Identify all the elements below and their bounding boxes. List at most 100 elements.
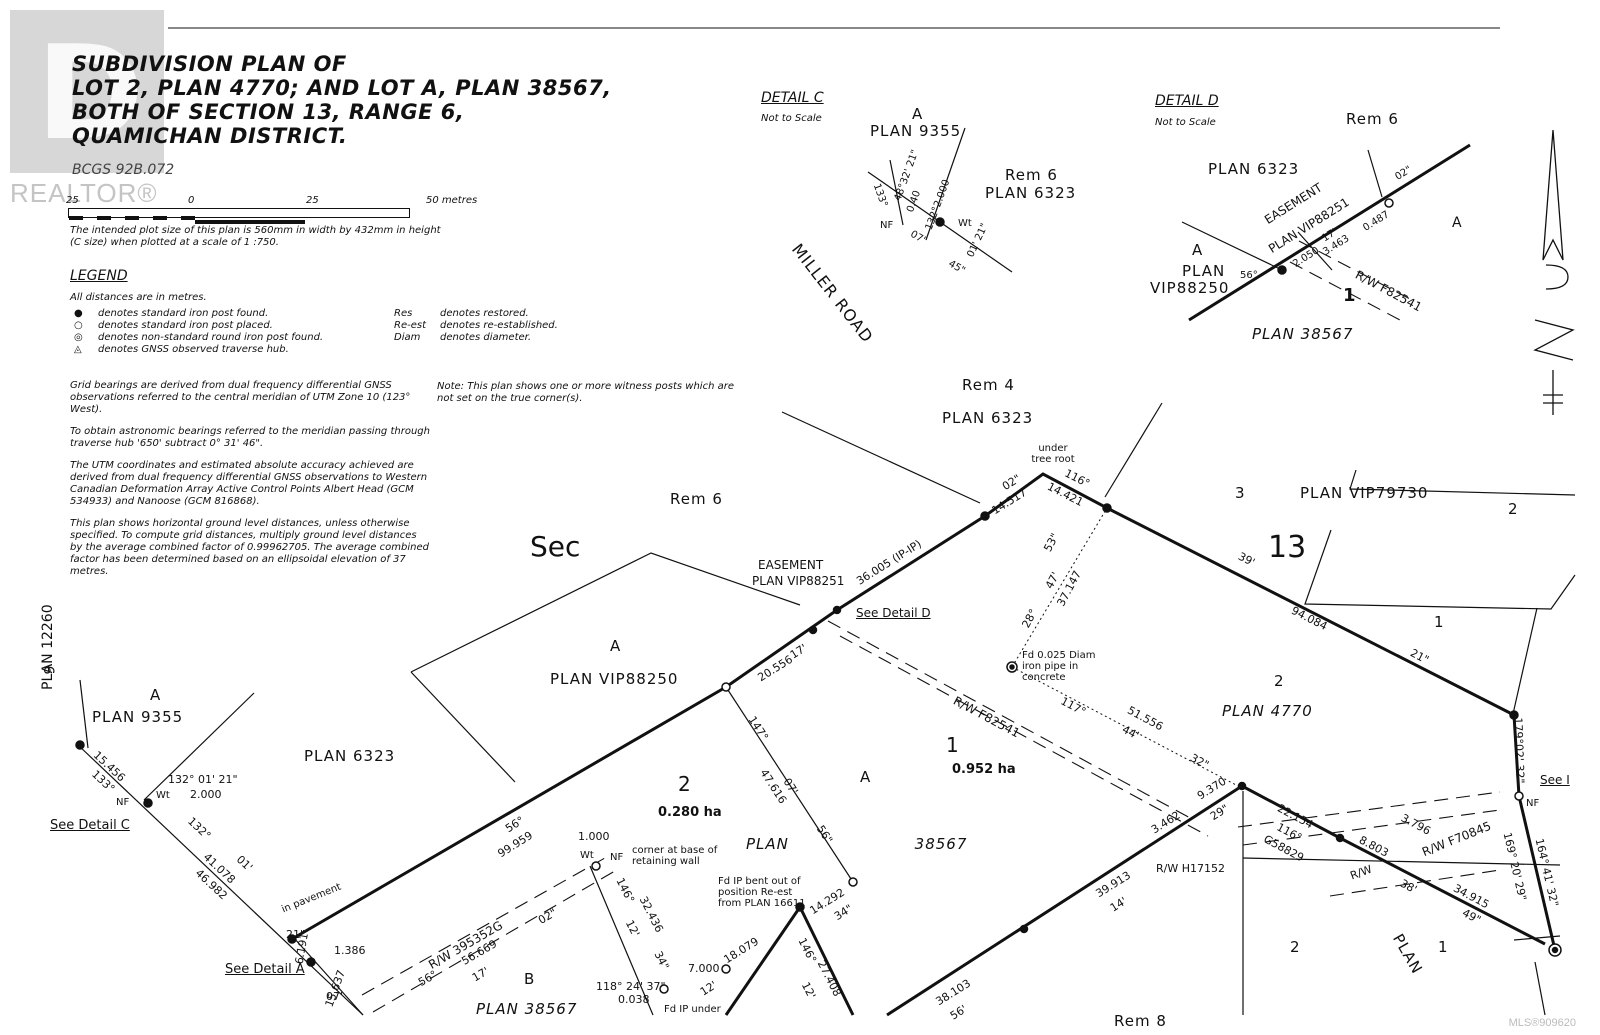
rem6-label: Rem 6	[670, 490, 723, 508]
detail-d-not-to-scale: Not to Scale	[1155, 117, 1216, 128]
plan-vip88250-label: PLAN VIP88250	[550, 670, 679, 688]
note-astronomic-bearings: To obtain astronomic bearings referred t…	[70, 426, 430, 449]
lot-b-label: B	[524, 970, 536, 988]
rem4-plan-6323: PLAN 6323	[942, 409, 1034, 427]
abbreviation-row: Res denotes restored.	[394, 308, 558, 320]
detail-c-title: DETAIL C	[761, 90, 824, 106]
plan-12260-label: PLAN 12260	[40, 604, 56, 690]
easement-label: EASEMENT	[758, 558, 824, 572]
detail-d-rem6: Rem 6	[1346, 110, 1399, 128]
dim-7000: 7.000	[688, 962, 720, 975]
legend-subtitle: All distances are in metres.	[70, 292, 207, 303]
see-detail-c-link[interactable]: See Detail C	[50, 818, 130, 833]
note-utm-coordinates: The UTM coordinates and estimated absolu…	[70, 460, 428, 507]
gnss-hub-icon: ◬	[74, 344, 82, 355]
see-detail-d-link[interactable]: See Detail D	[856, 606, 931, 620]
detail-d-plan-38567: PLAN 38567	[1252, 325, 1354, 343]
detail-c-plan-9355: PLAN 9355	[870, 122, 962, 140]
easement-plan-label: PLAN VIP88251	[752, 574, 845, 588]
rem6-boundary-line	[781, 411, 981, 504]
lot-3-label: 3	[1235, 484, 1246, 502]
lot-2-label-4770: 2	[1274, 672, 1285, 690]
rw-h17152-label: R/W H17152	[1156, 862, 1225, 875]
detail-d-lot-a: A	[1192, 241, 1204, 259]
detail-d-lot-a-right: A	[1452, 215, 1462, 231]
plan-6323-left-label: PLAN 6323	[304, 747, 396, 765]
fd-ip-under-label: Fd IP under	[664, 1004, 721, 1015]
legend-item-text: denotes non-standard round iron post fou…	[98, 332, 324, 343]
legend-items: ● denotes standard iron post found. ○ de…	[74, 308, 323, 356]
lot-a-label: A	[610, 637, 622, 655]
nf-label: NF	[116, 797, 130, 808]
legend-item: ○ denotes standard iron post placed.	[74, 320, 323, 332]
nf-right-label: NF	[1526, 798, 1540, 809]
lot-2-area: 0.280 ha	[658, 805, 722, 820]
lot-1-right-label: 1	[1434, 613, 1445, 631]
detail-d-vip88250: VIP88250	[1150, 279, 1230, 297]
detail-d-56: 56°	[1240, 270, 1258, 281]
witness-posts-note: Note: This plan shows one or more witnes…	[437, 381, 734, 404]
detail-d-lot-1: 1	[1343, 285, 1356, 306]
nf-center-label: NF	[610, 852, 624, 863]
legend-title: LEGEND	[70, 268, 128, 284]
scale-label-25-left: 25	[66, 195, 79, 206]
abbreviation-row: Diam denotes diameter.	[394, 332, 558, 344]
dim-1386: 1.386	[334, 944, 366, 957]
lot-9-label: 9	[42, 665, 59, 675]
realtor-watermark: D REALTOR®	[6, 6, 166, 211]
section-13-label: 13	[1268, 530, 1307, 565]
dim-21b: 21"	[286, 928, 306, 941]
lot-1-boundary	[1304, 529, 1576, 610]
rem4-label: Rem 4	[962, 376, 1015, 394]
scale-bar-ticks	[69, 216, 305, 224]
detail-c-nf: NF	[880, 220, 894, 231]
realtor-brand: REALTOR®	[10, 178, 158, 208]
fd-iron-pipe-label: Fd 0.025 Diam iron pipe in concrete	[1022, 650, 1096, 683]
dim-179: 179°02' 32"	[1511, 717, 1527, 784]
subject-property-boundary	[291, 143, 1557, 1017]
scale-bar	[68, 208, 410, 224]
tie-dotted-lines	[1011, 507, 1239, 787]
legend-item: ◬ denotes GNSS observed traverse hub.	[74, 344, 323, 356]
dim-132-bearing: 132° 01' 21"	[168, 773, 238, 786]
thin-lot-lines	[77, 27, 1576, 1016]
north-arrow	[1533, 129, 1575, 415]
detail-c-rem6: Rem 6	[1005, 166, 1058, 184]
detail-c-lot-a: A	[912, 105, 924, 123]
detail-c-wt: Wt	[958, 218, 972, 229]
abbreviation-row: Re-est denotes re-established.	[394, 320, 558, 332]
corner-retaining-wall-label: corner at base of retaining wall	[632, 845, 718, 867]
lot-2-right-label: 2	[1508, 500, 1519, 518]
abbreviation-text: denotes diameter.	[440, 332, 532, 343]
plan-9355-lot-a: A	[150, 686, 162, 704]
lot3-boundary-line	[1104, 402, 1163, 498]
sec-label: Sec	[530, 530, 581, 563]
legend-abbreviations: Res denotes restored. Re-est denotes re-…	[394, 308, 558, 344]
plan-vip79730-label: PLAN VIP79730	[1300, 484, 1429, 502]
lot-2-boundary-line	[725, 686, 854, 883]
mls-number: MLS®909620	[1508, 1017, 1576, 1029]
dim-07b: 07'	[326, 990, 344, 1003]
see-detail-a-link[interactable]: See Detail A	[225, 962, 305, 977]
lot-1-area: 0.952 ha	[952, 762, 1016, 777]
detail-c-not-to-scale: Not to Scale	[761, 113, 822, 124]
plan-vip79730-bracket	[1349, 469, 1576, 496]
legend-item: ● denotes standard iron post found.	[74, 308, 323, 320]
legend-item-text: denotes standard iron post placed.	[98, 320, 273, 331]
wt-label: Wt	[156, 790, 170, 801]
detail-d-title: DETAIL D	[1155, 93, 1219, 109]
detail-d-plan-6323: PLAN 6323	[1208, 160, 1300, 178]
rem8-label: Rem 8	[1114, 1012, 1167, 1030]
fd-ip-bent-label: Fd IP bent out of position Re-est from P…	[718, 876, 806, 909]
legend-item: ◎ denotes non-standard round iron post f…	[74, 332, 323, 344]
see-detail-link[interactable]: See I	[1540, 773, 1570, 787]
abbreviation-text: denotes re-established.	[440, 320, 558, 331]
under-tree-root-label: under tree root	[1031, 443, 1075, 465]
legend-item-text: denotes standard iron post found.	[98, 308, 269, 319]
scale-label-25: 25	[306, 195, 319, 206]
note-ground-distances: This plan shows horizontal ground level …	[70, 518, 429, 577]
scale-labels: 25 0 25 50 metres	[66, 195, 506, 209]
title-block: SUBDIVISION PLAN OF LOT 2, PLAN 4770; AN…	[72, 52, 612, 148]
logo-box	[10, 10, 164, 173]
plan-38567-bottom-label: PLAN 38567	[476, 1000, 578, 1018]
